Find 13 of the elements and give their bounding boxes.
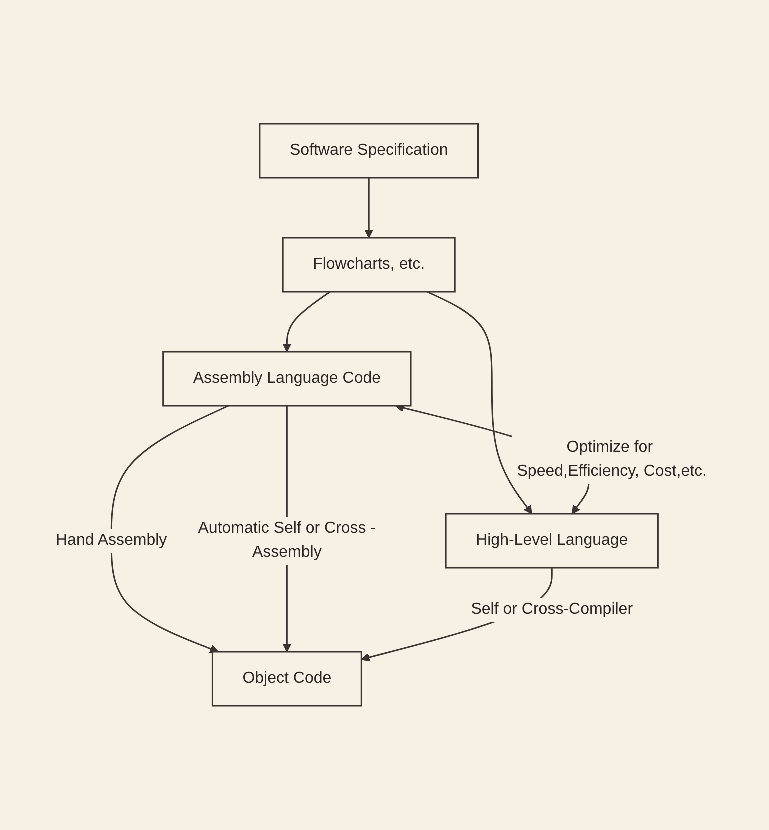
arrow bbox=[111, 405, 230, 654]
arrow bbox=[283, 291, 332, 352]
node-box: Flowcharts, etc. bbox=[282, 237, 456, 293]
edge-label: Automatic Self or Cross -Assembly bbox=[198, 520, 377, 561]
edge-label: Optimize for Speed,Efficiency, Cost,etc. bbox=[518, 439, 708, 480]
arrow bbox=[428, 291, 533, 514]
node-box: High-Level Language bbox=[446, 513, 660, 569]
edge-label: Self or Cross-Compiler bbox=[472, 601, 634, 618]
node-box: Object Code bbox=[212, 651, 363, 707]
edge-label: Hand Assembly bbox=[56, 532, 168, 549]
arrow bbox=[365, 178, 374, 238]
node-box: Software Specification bbox=[260, 123, 480, 179]
node-box: Assembly Language Code bbox=[163, 351, 412, 407]
